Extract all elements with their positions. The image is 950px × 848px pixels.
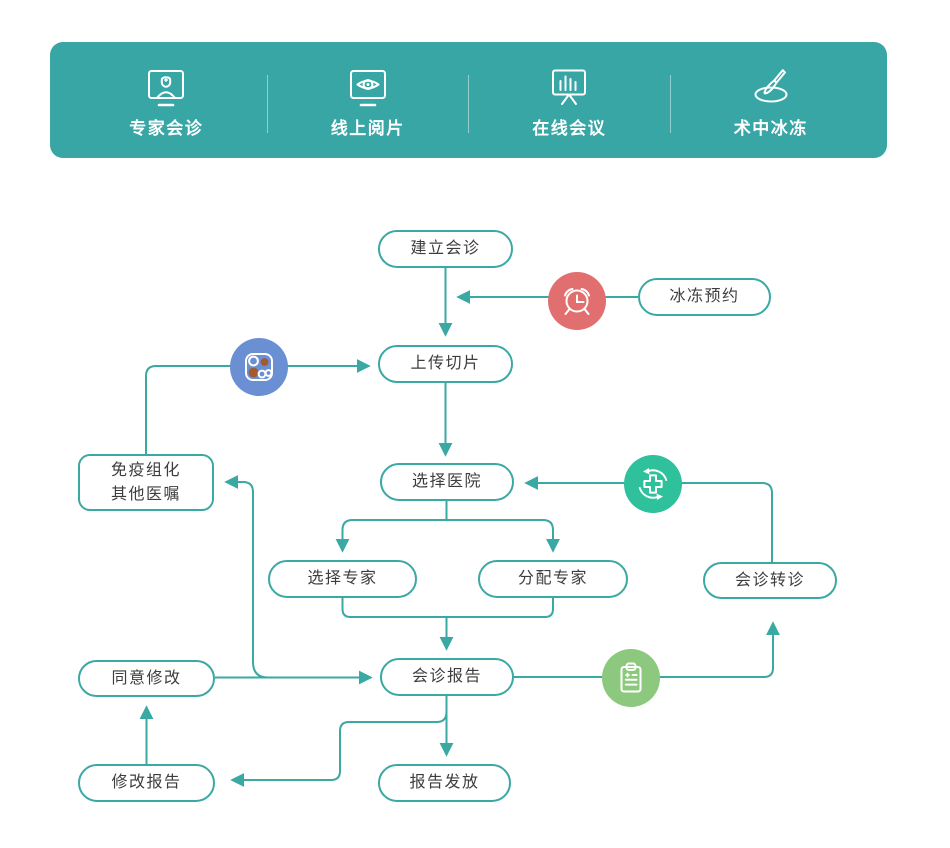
node-frozen-appointment: 冰冻预约 (638, 278, 771, 316)
node-agree-modification: 同意修改 (78, 660, 215, 697)
specimen-slide-icon (230, 338, 288, 396)
node-select-expert: 选择专家 (268, 560, 417, 598)
header-divider (669, 75, 671, 133)
node-create-consultation: 建立会诊 (378, 230, 513, 268)
arrow-hospital-to-assign-expert (446, 519, 560, 553)
feature-expert-consultation[interactable]: 专家会诊 (66, 42, 267, 158)
header-divider (266, 75, 268, 133)
node-consultation-referral: 会诊转诊 (703, 562, 837, 599)
feature-intraoperative-frozen[interactable]: 术中冰冻 (671, 42, 872, 158)
feature-bar: 专家会诊 线上阅片 在线会议 (50, 42, 887, 158)
header-divider (468, 75, 469, 133)
eye-monitor-icon (349, 69, 386, 106)
line-experts-merge (341, 597, 554, 618)
presentation-chart-icon (552, 69, 587, 105)
feature-label: 线上阅片 (330, 118, 405, 138)
node-ihc-other-orders: 免疫组化 其他医嘱 (78, 454, 214, 511)
node-issue-report: 报告发放 (378, 764, 511, 802)
node-select-hospital: 选择医院 (380, 463, 514, 501)
feature-online-slide-reading[interactable]: 线上阅片 (268, 42, 469, 158)
arrow-hospital-to-select-expert (335, 500, 448, 553)
node-upload-slides: 上传切片 (378, 345, 513, 383)
alarm-clock-icon (548, 272, 606, 330)
feature-online-meeting[interactable]: 在线会议 (469, 42, 670, 158)
node-modify-report: 修改报告 (78, 764, 215, 802)
feature-label: 专家会诊 (129, 118, 204, 138)
feature-label: 术中冰冻 (733, 118, 808, 138)
node-assign-expert: 分配专家 (478, 560, 628, 598)
node-line: 免疫组化 (110, 462, 181, 480)
feature-label: 在线会议 (532, 118, 607, 138)
doctor-monitor-icon (148, 69, 185, 106)
medical-cross-refresh-icon (624, 455, 682, 513)
node-consultation-report: 会诊报告 (380, 658, 514, 696)
node-line: 其他医嘱 (110, 485, 181, 503)
scalpel-dish-icon (754, 68, 788, 102)
report-clipboard-icon (602, 649, 660, 707)
